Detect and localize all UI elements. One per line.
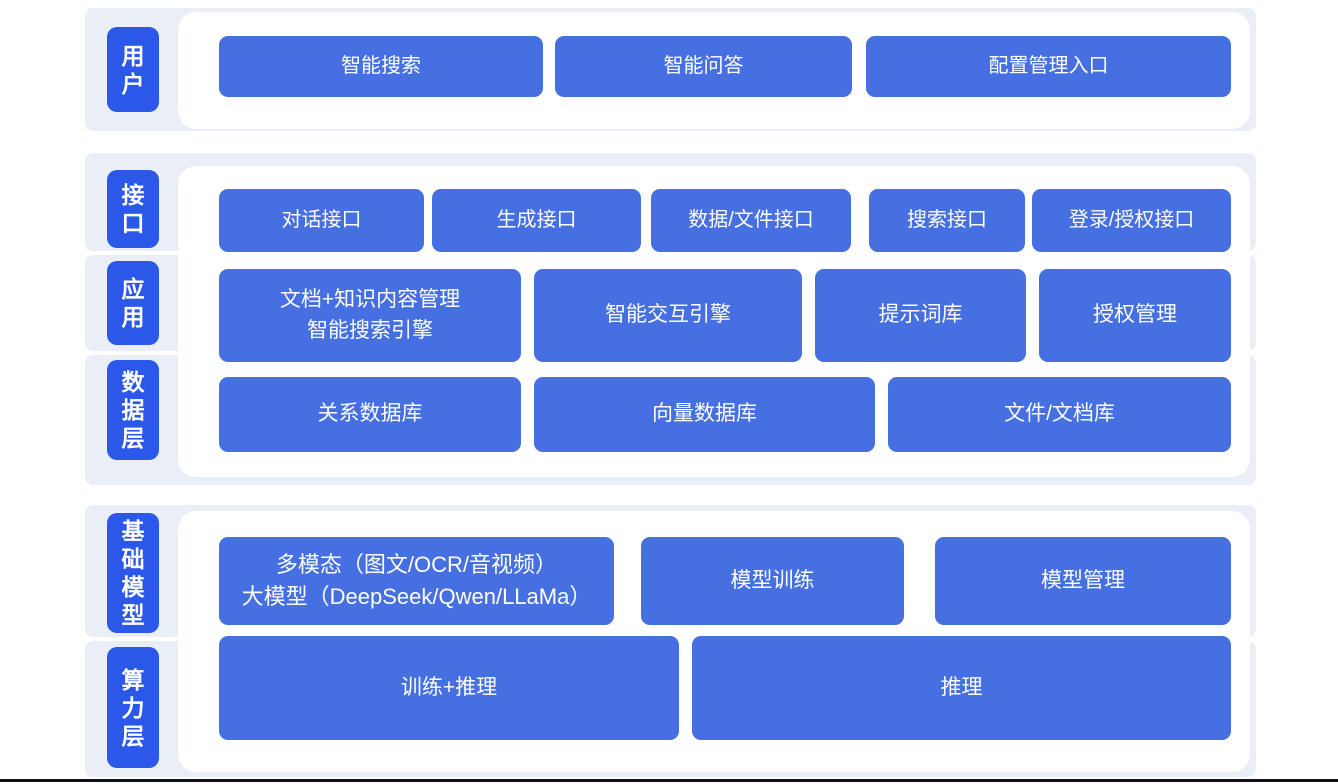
login-auth-api-box: 登录/授权接口	[1032, 189, 1231, 252]
auth-mgmt-box: 授权管理	[1039, 269, 1231, 362]
inference-box: 推理	[692, 636, 1231, 740]
interaction-engine-box: 智能交互引擎	[534, 269, 802, 362]
data-file-api-box: 数据/文件接口	[651, 189, 851, 252]
dialog-api-box: 对话接口	[219, 189, 424, 252]
config-entry-box: 配置管理入口	[866, 36, 1231, 97]
user-layer-label: 用户	[107, 27, 159, 112]
file-doc-store-box: 文件/文档库	[888, 377, 1231, 452]
interface-layer-label: 接口	[107, 170, 159, 248]
multimodal-llm-box: 多模态（图文/OCR/音视频） 大模型（DeepSeek/Qwen/LLaMa）	[219, 537, 614, 625]
smart-search-box: 智能搜索	[219, 36, 543, 97]
bottom-border-line	[0, 779, 1338, 782]
doc-knowledge-mgmt-box: 文档+知识内容管理 智能搜索引擎	[219, 269, 521, 362]
compute-layer-label: 算力层	[107, 647, 159, 768]
relational-db-box: 关系数据库	[219, 377, 521, 452]
training-inference-box: 训练+推理	[219, 636, 679, 740]
application-layer-label: 应用	[107, 261, 159, 345]
smart-qa-box: 智能问答	[555, 36, 852, 97]
model-training-box: 模型训练	[641, 537, 904, 625]
prompt-library-box: 提示词库	[815, 269, 1026, 362]
data-layer-label: 数据层	[107, 360, 159, 460]
generation-api-box: 生成接口	[432, 189, 641, 252]
foundation-model-label: 基础模型	[107, 513, 159, 633]
search-api-box: 搜索接口	[869, 189, 1025, 252]
vector-db-box: 向量数据库	[534, 377, 875, 452]
model-mgmt-box: 模型管理	[935, 537, 1231, 625]
